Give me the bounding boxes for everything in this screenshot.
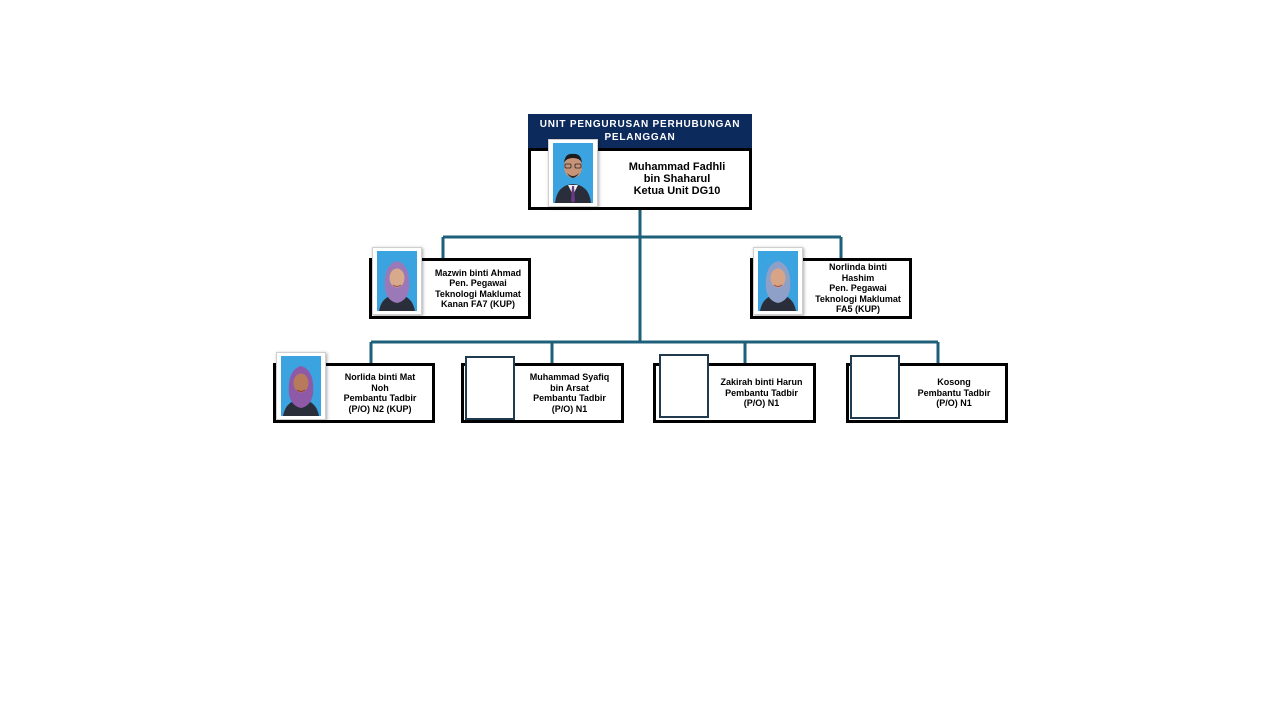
woman-hijab-portrait-icon — [758, 251, 798, 311]
staff-name: Norlida binti Mat — [344, 372, 416, 382]
empty-photo-frame — [850, 355, 900, 419]
staff-name: Zakirah binti Harun — [720, 377, 803, 388]
staff-position-line: Pen. Pegawai — [449, 278, 507, 288]
staff-photo — [276, 352, 326, 420]
staff-grade: (P/O) N1 — [936, 398, 972, 409]
staff-grade: Kanan FA7 (KUP) — [440, 299, 515, 309]
staff-photo — [753, 247, 803, 315]
unit-title: UNIT PENGURUSAN PERHUBUNGAN PELANGGAN — [539, 119, 741, 143]
staff-node-text: Norlida binti Mat Noh Pembantu Tadbir (P… — [330, 366, 430, 420]
staff-name: Noh — [371, 382, 389, 393]
staff-position-line: Pembantu Tadbir — [725, 387, 798, 398]
staff-grade: (P/O) N1 — [743, 398, 780, 409]
staff-position-line: Teknologi Maklumat — [435, 288, 521, 299]
staff-position-line: Pembantu Tadbir — [343, 393, 417, 403]
staff-name: Norlinda binti — [829, 262, 887, 273]
empty-photo-frame — [465, 356, 515, 420]
staff-grade: (P/O) N2 (KUP) — [348, 403, 412, 414]
head-photo — [548, 139, 598, 207]
staff-name: bin Arsat — [550, 382, 589, 393]
man-portrait-icon — [553, 143, 593, 203]
staff-position-line: Pen. Pegawai — [829, 283, 887, 294]
woman-hijab-portrait-icon — [377, 251, 417, 311]
staff-position-line: Pembantu Tadbir — [533, 393, 606, 403]
staff-node-text: Muhammad Syafiq bin Arsat Pembantu Tadbi… — [520, 366, 619, 420]
head-position: Ketua Unit DG10 — [633, 185, 721, 197]
staff-name: Hashim — [841, 272, 875, 283]
staff-node-text: Zakirah binti Harun Pembantu Tadbir (P/O… — [712, 366, 811, 420]
head-node-text: Muhammad Fadhli bin Shaharul Ketua Unit … — [609, 151, 745, 207]
staff-photo — [372, 247, 422, 315]
woman-hijab-portrait-icon — [281, 356, 321, 416]
staff-name: Mazwin binti Ahmad — [434, 267, 522, 278]
staff-name: Kosong — [937, 377, 971, 388]
staff-position-line: Teknologi Maklumat — [815, 293, 901, 304]
staff-grade: (P/O) N1 — [551, 403, 588, 414]
staff-node-text: Kosong Pembantu Tadbir (P/O) N1 — [905, 366, 1003, 420]
staff-node-text: Norlinda binti Hashim Pen. Pegawai Tekno… — [809, 261, 907, 316]
staff-position-line: Pembantu Tadbir — [917, 387, 991, 398]
staff-name: Muhammad Syafiq — [529, 372, 610, 382]
empty-photo-frame — [659, 354, 709, 418]
staff-node-text: Mazwin binti Ahmad Pen. Pegawai Teknolog… — [430, 261, 526, 316]
head-name-line2: bin Shaharul — [643, 173, 711, 185]
staff-grade: FA5 (KUP) — [835, 304, 880, 315]
head-name-line1: Muhammad Fadhli — [628, 161, 726, 173]
